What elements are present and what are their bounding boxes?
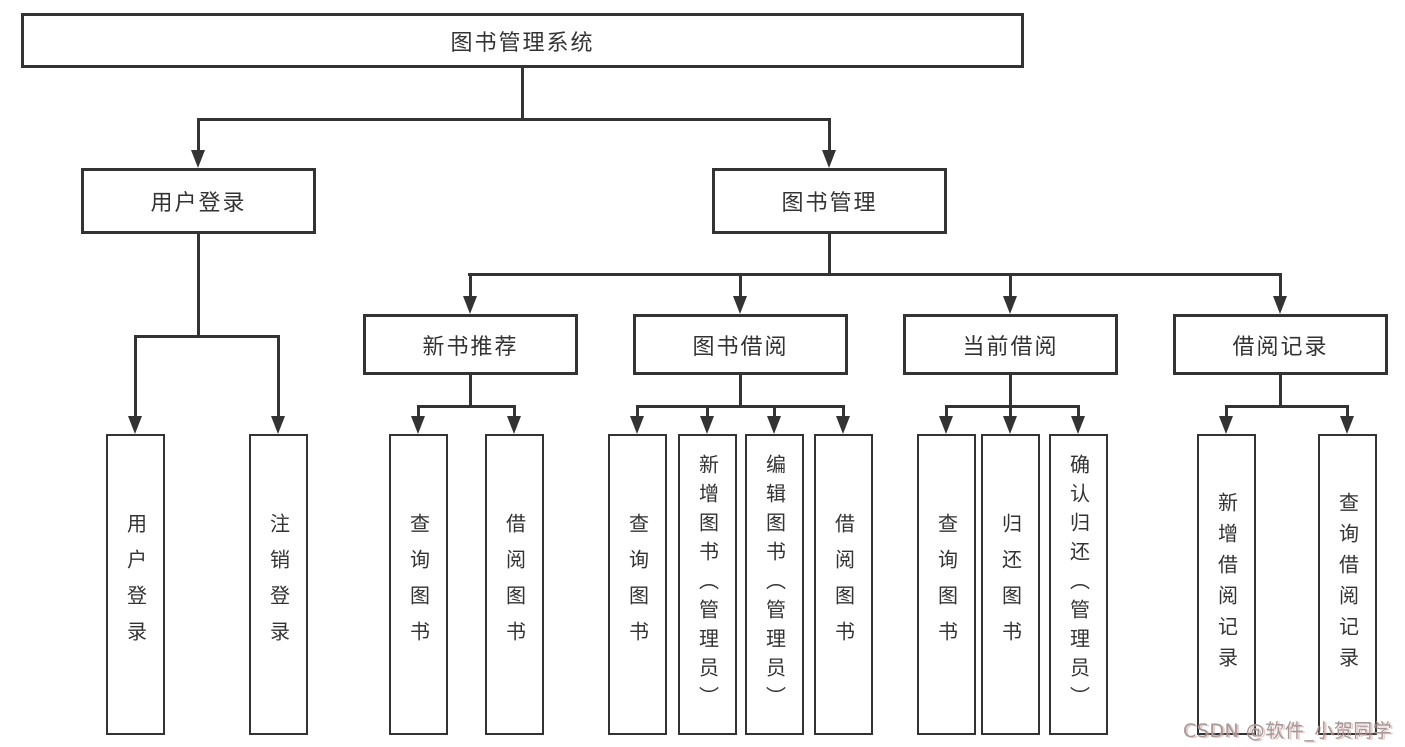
connector-borrow-records-stem-1 <box>1225 405 1228 418</box>
node-book-borrow: 图书借阅 <box>633 314 848 375</box>
arrow-down-icon <box>1273 296 1287 314</box>
arrow-down-icon <box>507 416 521 434</box>
leaf-query-books-recommend: 查询图书 <box>389 434 448 735</box>
leaf-confirm-return-admin-label: 确认归还（管理员） <box>1066 454 1091 715</box>
connector-borrow-records-hline <box>1225 405 1348 408</box>
connector-new-book-vline <box>469 375 472 407</box>
arrow-down-icon <box>939 416 953 434</box>
connector-book-borrow-stem-4 <box>842 405 845 418</box>
node-user-login: 用户登录 <box>81 168 316 234</box>
connector-root-trunk-vline <box>521 68 524 121</box>
arrow-down-icon <box>463 296 477 314</box>
leaf-borrow-books-recommend: 借阅图书 <box>485 434 544 735</box>
node-book-borrow-label: 图书借阅 <box>692 334 789 360</box>
leaf-query-borrow-record: 查询借阅记录 <box>1318 434 1377 735</box>
connector-user-login-stem-2 <box>277 335 280 418</box>
connector-borrow-records-stem-2 <box>1346 405 1349 418</box>
leaf-query-books-borrow: 查询图书 <box>608 434 667 735</box>
node-system-root-label: 图书管理系统 <box>450 30 595 56</box>
node-system-root: 图书管理系统 <box>21 13 1024 68</box>
connector-to-current-borrow-stem <box>1009 273 1012 298</box>
connector-to-book-borrow-stem <box>739 273 742 298</box>
connector-user-login-vline <box>197 234 200 338</box>
leaf-return-books: 归还图书 <box>981 434 1040 735</box>
leaf-edit-book-admin-label: 编辑图书（管理员） <box>762 454 787 715</box>
leaf-borrow-books-borrow-label: 借阅图书 <box>831 512 856 657</box>
connector-book-mgmt-vline <box>828 234 831 275</box>
node-new-book-recommend: 新书推荐 <box>363 314 578 375</box>
leaf-return-books-label: 归还图书 <box>998 512 1023 657</box>
connector-root-to-user-login-stem <box>197 118 200 152</box>
leaf-add-book-admin: 新增图书（管理员） <box>678 434 737 735</box>
arrow-down-icon <box>1003 296 1017 314</box>
leaf-logout-label: 注销登录 <box>266 512 291 657</box>
arrow-down-icon <box>1071 416 1085 434</box>
connector-current-borrow-vline <box>1009 375 1012 407</box>
node-book-management-label: 图书管理 <box>781 191 878 216</box>
leaf-edit-book-admin: 编辑图书（管理员） <box>745 434 804 735</box>
connector-borrow-records-vline <box>1279 375 1282 407</box>
arrow-down-icon <box>1340 416 1354 434</box>
node-current-borrow: 当前借阅 <box>903 314 1118 375</box>
connector-book-borrow-vline <box>739 375 742 407</box>
connector-new-book-stem-2 <box>513 405 516 418</box>
leaf-query-books-current: 查询图书 <box>917 434 976 735</box>
connector-book-borrow-stem-2 <box>706 405 709 418</box>
arrow-down-icon <box>128 416 142 434</box>
leaf-query-books-borrow-label: 查询图书 <box>625 512 650 657</box>
node-user-login-label: 用户登录 <box>150 191 247 216</box>
leaf-add-borrow-record-label: 新增借阅记录 <box>1214 491 1239 678</box>
node-borrow-records: 借阅记录 <box>1173 314 1388 375</box>
leaf-query-books-current-label: 查询图书 <box>934 512 959 657</box>
leaf-user-login-label: 用户登录 <box>123 512 148 657</box>
leaf-confirm-return-admin: 确认归还（管理员） <box>1049 434 1108 735</box>
arrow-down-icon <box>836 416 850 434</box>
connector-current-borrow-stem-1 <box>945 405 948 418</box>
connector-new-book-hline <box>417 405 516 408</box>
leaf-query-borrow-record-label: 查询借阅记录 <box>1335 491 1360 678</box>
connector-current-borrow-stem-3 <box>1077 405 1080 418</box>
leaf-logout: 注销登录 <box>249 434 308 735</box>
leaf-query-books-recommend-label: 查询图书 <box>406 512 431 657</box>
connector-current-borrow-stem-2 <box>1009 405 1012 418</box>
connector-user-login-stem-1 <box>134 335 137 418</box>
leaf-add-book-admin-label: 新增图书（管理员） <box>695 454 720 715</box>
arrow-down-icon <box>822 150 836 168</box>
node-book-management: 图书管理 <box>712 168 947 234</box>
connector-book-mgmt-hline <box>468 273 1282 276</box>
connector-book-borrow-stem-1 <box>636 405 639 418</box>
node-current-borrow-label: 当前借阅 <box>962 334 1059 360</box>
node-borrow-records-label: 借阅记录 <box>1232 334 1329 360</box>
csdn-watermark: CSDN @软件_小贺同学 <box>1183 720 1393 742</box>
leaf-add-borrow-record: 新增借阅记录 <box>1197 434 1256 735</box>
arrow-down-icon <box>630 416 644 434</box>
connector-to-borrow-records-stem <box>1279 273 1282 298</box>
connector-root-to-book-mgmt-stem <box>828 118 831 152</box>
arrow-down-icon <box>191 150 205 168</box>
arrow-down-icon <box>411 416 425 434</box>
leaf-borrow-books-recommend-label: 借阅图书 <box>502 512 527 657</box>
connector-to-new-book-stem <box>469 273 472 298</box>
connector-new-book-stem-1 <box>417 405 420 418</box>
leaf-borrow-books-borrow: 借阅图书 <box>814 434 873 735</box>
arrow-down-icon <box>1003 416 1017 434</box>
connector-root-trunk-hline <box>197 118 831 121</box>
arrow-down-icon <box>700 416 714 434</box>
connector-book-borrow-stem-3 <box>773 405 776 418</box>
arrow-down-icon <box>767 416 781 434</box>
arrow-down-icon <box>733 296 747 314</box>
leaf-user-login: 用户登录 <box>106 434 165 735</box>
connector-book-borrow-hline <box>636 405 845 408</box>
connector-user-login-hline <box>134 335 280 338</box>
connector-current-borrow-hline <box>945 405 1079 408</box>
arrow-down-icon <box>1219 416 1233 434</box>
arrow-down-icon <box>271 416 285 434</box>
node-new-book-recommend-label: 新书推荐 <box>422 334 519 360</box>
